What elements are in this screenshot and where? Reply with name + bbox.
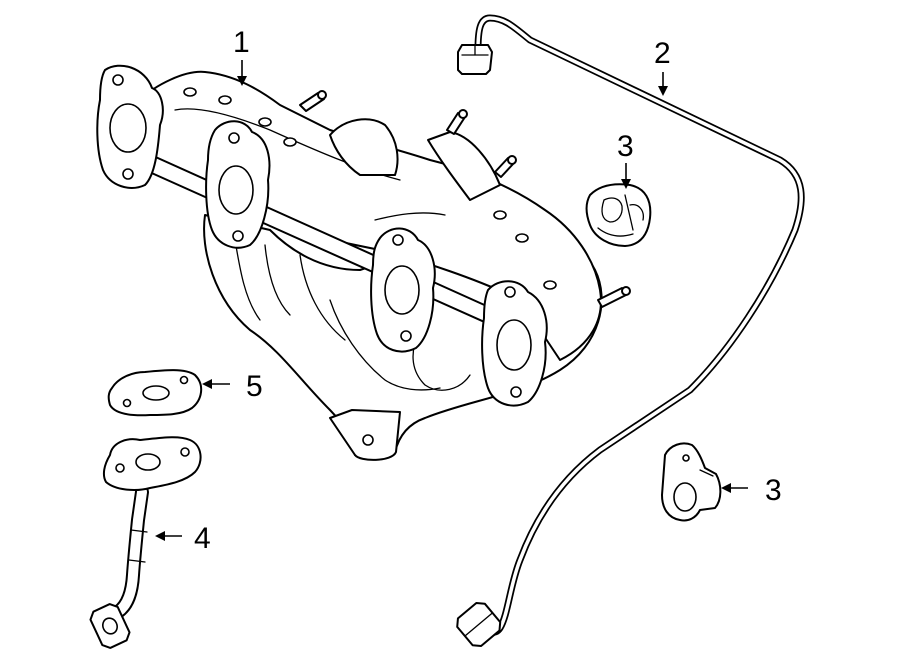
stud-group bbox=[299, 90, 631, 308]
callout-5: 5 bbox=[246, 370, 263, 403]
callout-2: 2 bbox=[654, 37, 671, 70]
bracket-upper-part bbox=[585, 183, 652, 247]
oil-feed-tube-part bbox=[456, 14, 805, 647]
gasket-part bbox=[107, 369, 203, 417]
turbocharger-manifold-part bbox=[96, 64, 631, 461]
manifold-flange-3 bbox=[370, 227, 436, 353]
manifold-flange-1 bbox=[96, 64, 164, 189]
oil-return-tube-part bbox=[89, 436, 202, 649]
manifold-flange-2 bbox=[205, 120, 271, 249]
bracket-lower-part bbox=[661, 442, 722, 522]
callout-1: 1 bbox=[233, 26, 250, 59]
callout-4: 4 bbox=[194, 522, 211, 555]
callout-3-lower: 3 bbox=[765, 474, 782, 507]
manifold-flange-4 bbox=[481, 280, 548, 407]
leader-lines bbox=[155, 60, 748, 541]
callout-3-upper: 3 bbox=[617, 130, 634, 163]
